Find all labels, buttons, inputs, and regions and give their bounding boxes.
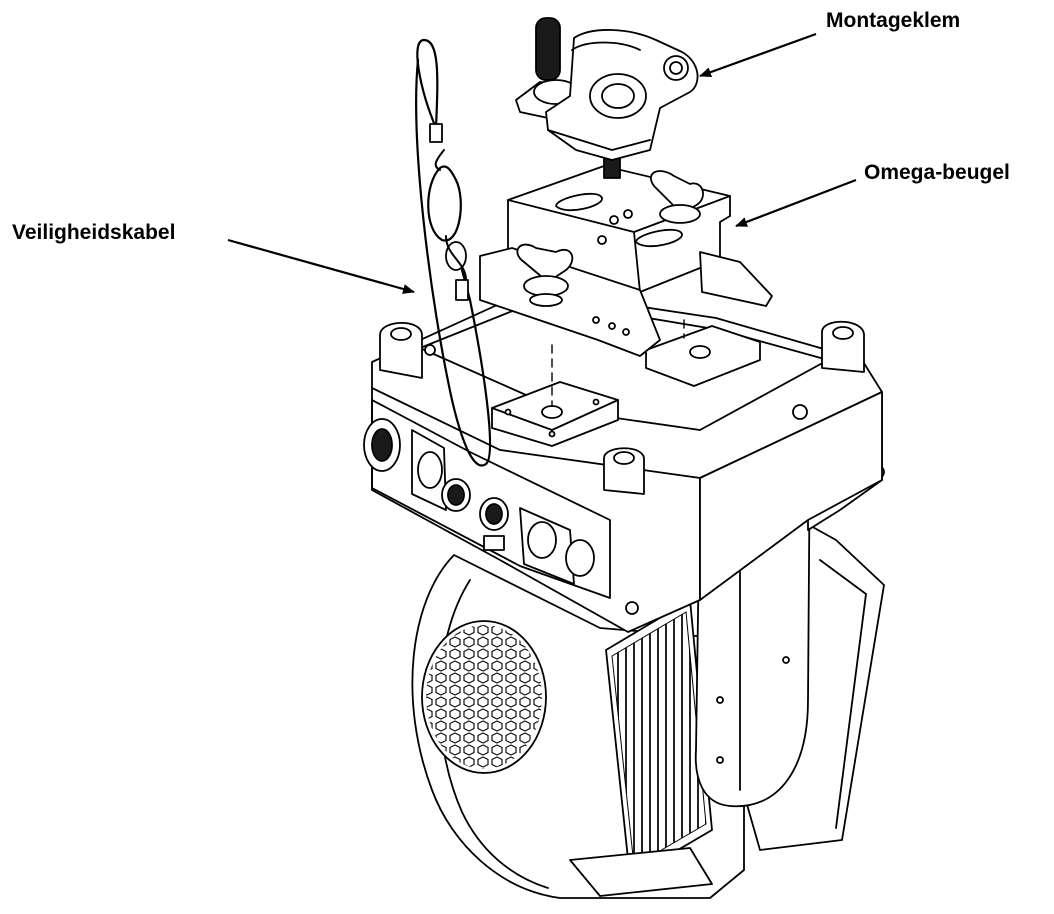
mounting-clamp <box>515 17 699 179</box>
callout-leaders <box>227 32 857 294</box>
leader-mounting-clamp <box>699 32 817 78</box>
data-connector-2 <box>479 497 509 551</box>
leader-omega-bracket <box>735 178 857 228</box>
base-unit <box>363 289 883 633</box>
power-connector-out <box>519 507 595 585</box>
quarter-turn-fastener-left <box>516 243 574 307</box>
carabiner <box>427 165 462 242</box>
moving-head <box>411 519 885 899</box>
label-safety-cable: Veiligheidskabel <box>12 221 176 244</box>
omega-bracket <box>479 165 773 357</box>
data-connector-1 <box>441 478 471 512</box>
leader-safety-cable <box>227 238 415 294</box>
mounting-plate <box>491 325 761 447</box>
label-omega-bracket: Omega-beugel <box>864 161 1010 184</box>
label-mounting-clamp: Montageklem <box>826 9 961 32</box>
dmx-connector <box>363 418 401 472</box>
safety-cable <box>415 38 492 467</box>
quarter-turn-fastener-right <box>650 170 704 224</box>
power-connector-in <box>411 429 447 511</box>
